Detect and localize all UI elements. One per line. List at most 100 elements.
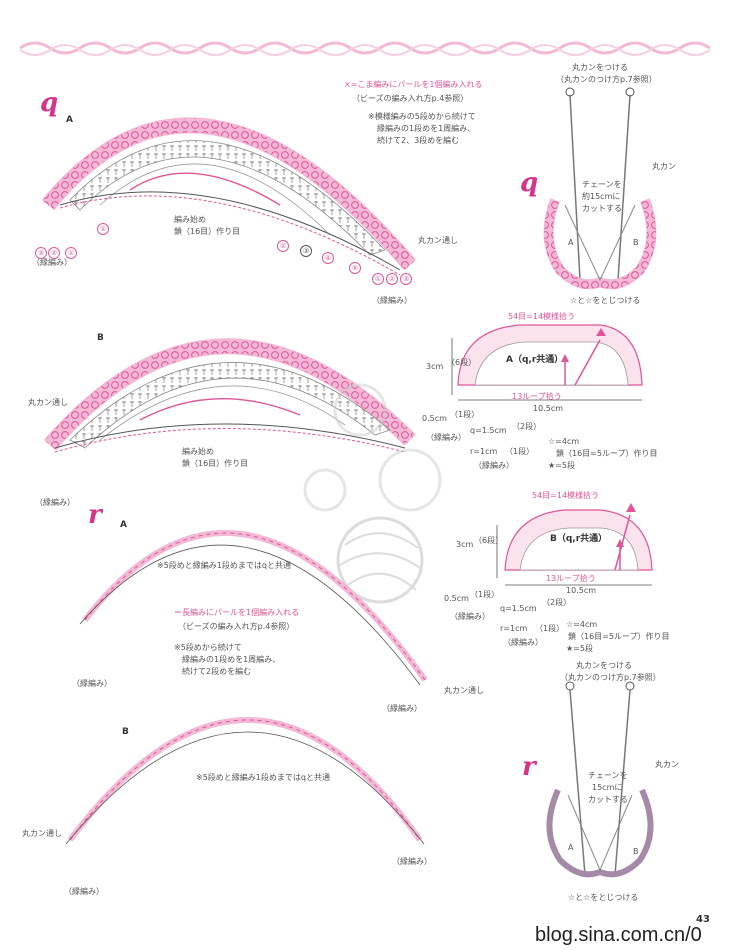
q-assembly-drawing	[543, 87, 657, 290]
q-chart-a-label: A	[66, 115, 73, 125]
q-assembly-chain3: カットする	[582, 204, 622, 213]
q-assembly-part-a: A	[568, 238, 574, 247]
schematic-b-r: r=1cm	[500, 624, 528, 633]
schematic-b-edge-name: （縁編み）	[450, 612, 490, 621]
q-a-start-line2: 鎖（16目）作り目	[174, 227, 241, 236]
r-assembly-chain2: 15cmに	[592, 783, 623, 792]
schematic-b-edge: 0.5cm	[444, 594, 469, 603]
q-b-edge-label: （縁編み）	[35, 498, 75, 507]
q-chart-b-label: B	[97, 333, 104, 343]
q-a-row-5: ⑤	[349, 255, 361, 274]
r-legend-line1: ＝長編みにパールを1個編み入れる	[174, 608, 300, 617]
schematic-b-q-rows: （2段）	[542, 598, 572, 607]
r-assembly-ring: 丸カン	[655, 760, 679, 769]
schematic-a-rows6: （6段）	[447, 358, 477, 367]
schematic-b-height: 3cm	[456, 540, 474, 549]
schematic-a-note1: ☆=4cm	[548, 437, 580, 446]
r-note-line1: ※5段めから続けて	[174, 643, 242, 652]
q-a-row-1: ①	[97, 216, 109, 235]
q-note-line3: 続けて2、3段めを編む	[377, 136, 460, 145]
r-note-line3: 続けて2段めを編む	[182, 667, 252, 676]
r-assembly-part-a: A	[568, 843, 574, 852]
schematic-a-edge-rows: （1段）	[450, 410, 480, 419]
schematic-a-note3: ★=5段	[548, 461, 575, 470]
q-b-start-line1: 編み始め	[182, 447, 214, 456]
r-legend-line2: （ビーズの編み入れ方p.4参照）	[178, 622, 295, 631]
r-assembly-join-note: ☆と☆をとじつける	[568, 893, 639, 902]
r-assembly-part-b: B	[633, 847, 639, 856]
schematic-a-edge: 0.5cm	[422, 414, 447, 423]
q-chart-b	[43, 338, 416, 453]
schematic-b-q: q=1.5cm	[500, 604, 537, 613]
q-a-row-3-mid: ③	[300, 238, 312, 257]
schematic-a-r: r=1cm	[470, 447, 498, 456]
r-assembly-chain3: カットする	[588, 795, 628, 804]
r-a-edge-label-left: （縁編み）	[72, 679, 112, 688]
schematic-b-width: 10.5cm	[566, 586, 597, 595]
schematic-b-title: B（q,r共通）	[550, 534, 608, 544]
q-a-row-2-left: ②	[48, 240, 60, 259]
r-chart-b	[65, 717, 425, 845]
r-chart-a-label: A	[120, 520, 127, 530]
schematic-b-top: 54目=14模様拾う	[532, 491, 600, 500]
q-a-ring-label: 丸カン通し	[418, 236, 458, 245]
schematic-b-note2: 鎖（16目=5ループ）作り目	[568, 632, 670, 641]
q-a-edge-label-right: （縁編み）	[372, 296, 412, 305]
page-number: 43	[696, 914, 710, 925]
r-assembly-drawing	[546, 681, 654, 878]
q-a-start-line1: 編み始め	[174, 215, 206, 224]
header-border	[19, 41, 711, 56]
q-assembly-title1: 丸カンをつける	[572, 63, 628, 72]
schematic-b-note1: ☆=4cm	[566, 620, 598, 629]
schematic-a-edge-name2: （縁編み）	[474, 461, 514, 470]
r-assembly-mark: r	[522, 752, 536, 782]
q-a-row-4: ④	[322, 245, 334, 264]
schematic-a-top: 54目=14模様拾う	[508, 312, 576, 321]
schematic-b-r-rows: （1段）	[535, 624, 565, 633]
q-a-row-3-right: ③	[400, 266, 412, 285]
q-a-row-2: ②	[277, 233, 289, 252]
q-a-row-2-right: ②	[386, 266, 398, 285]
q-assembly-join-note: ☆と☆をとじつける	[570, 296, 641, 305]
schematic-b-bottom: 13ループ拾う	[546, 574, 596, 583]
r-chart-a	[79, 530, 428, 686]
q-note-line1: ※模様編みの5段めから続けて	[368, 112, 476, 121]
schematic-a-q: q=1.5cm	[470, 426, 507, 435]
r-a-ring-label: 丸カン通し	[444, 686, 484, 695]
q-assembly-chain2: 約15cmに	[582, 192, 621, 201]
schematic-a-width: 10.5cm	[533, 404, 564, 413]
q-legend-line1: ×=こま編みにパールを1個編み入れる	[344, 80, 483, 89]
q-note-line2: 縁編みの1段めを1周編み、	[377, 124, 476, 133]
schematic-b-rows6: （6段）	[474, 536, 504, 545]
r-b-edge-label-left: （縁編み）	[64, 887, 104, 896]
q-assembly-ring: 丸カン	[652, 162, 676, 171]
r-assembly-title2: （丸カンのつけ方p.7参照）	[560, 673, 661, 682]
r-b-common-note: ※5段めと縁編み1段めまではqと共通	[196, 773, 330, 782]
r-b-edge-label-right: （縁編み）	[392, 857, 432, 866]
r-note-line2: 縁編みの1段めを1周編み、	[182, 655, 281, 664]
schematic-a-q-rows: （2段）	[512, 422, 542, 431]
q-chart-a	[41, 117, 417, 276]
schematic-a-note2: 鎖（16目=5ループ）作り目	[556, 449, 658, 458]
r-a-common-note: ※5段めと縁編み1段めまではqと共通	[157, 561, 291, 570]
schematic-a-edge-name: （縁編み）	[426, 433, 466, 442]
watermark-text: blog.sina.com.cn/0	[535, 924, 702, 946]
q-assembly-part-b: B	[633, 238, 639, 247]
section-r-mark: r	[88, 500, 102, 530]
schematic-a-bottom: 13ループ拾う	[512, 392, 562, 401]
schematic-a-r-rows: （1段）	[505, 447, 535, 456]
q-a-edge-label-left: （縁編み）	[32, 258, 72, 267]
schematic-b-edge-name2: （縁編み）	[503, 638, 543, 647]
q-assembly-chain1: チェーンを	[582, 180, 622, 189]
r-assembly-title1: 丸カンをつける	[576, 661, 632, 670]
q-a-row-3: ③	[35, 240, 47, 259]
schematic-b-note3: ★=5段	[566, 644, 593, 653]
r-a-edge-label-right: （縁編み）	[382, 704, 422, 713]
q-a-row-1-right: ①	[372, 266, 384, 285]
q-a-row-1-left: ①	[65, 240, 77, 259]
q-b-ring-label: 丸カン通し	[28, 398, 68, 407]
q-assembly-mark: q	[520, 168, 539, 198]
r-assembly-chain1: チェーンを	[588, 771, 628, 780]
yarn-watermark	[303, 383, 442, 604]
